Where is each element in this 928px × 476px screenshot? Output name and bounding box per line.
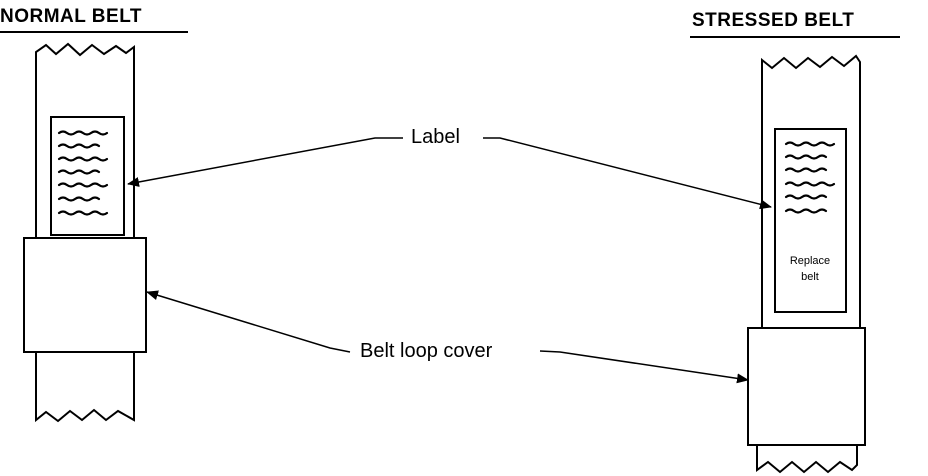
normal-label-text-lines [57, 130, 109, 216]
stressed-belt-lower-strap [756, 445, 858, 474]
belt-loop-cover-callout: Belt loop cover [360, 340, 493, 362]
stressed-label-replace-text: Replace [790, 255, 830, 267]
normal-belt-lower-strap [35, 352, 135, 423]
cover-arrow-right [539, 350, 749, 384]
normal-belt [23, 42, 147, 423]
stressed-belt [747, 54, 866, 474]
stressed-label-text-lines [784, 141, 836, 214]
cover-arrow-left [146, 290, 351, 353]
label-arrow-left [127, 137, 403, 187]
label-arrow-right [483, 137, 772, 210]
stressed-belt-title: STRESSED BELT [692, 10, 855, 31]
normal-belt-title: NORMAL BELT [0, 6, 143, 27]
stressed-label-belt-text: belt [801, 271, 819, 283]
leader-arrows [127, 137, 772, 384]
stressed-belt-label [774, 128, 847, 313]
label-callout: Label [411, 126, 460, 148]
stressed-belt-loop-cover [747, 327, 866, 446]
normal-belt-loop-cover [23, 237, 147, 353]
